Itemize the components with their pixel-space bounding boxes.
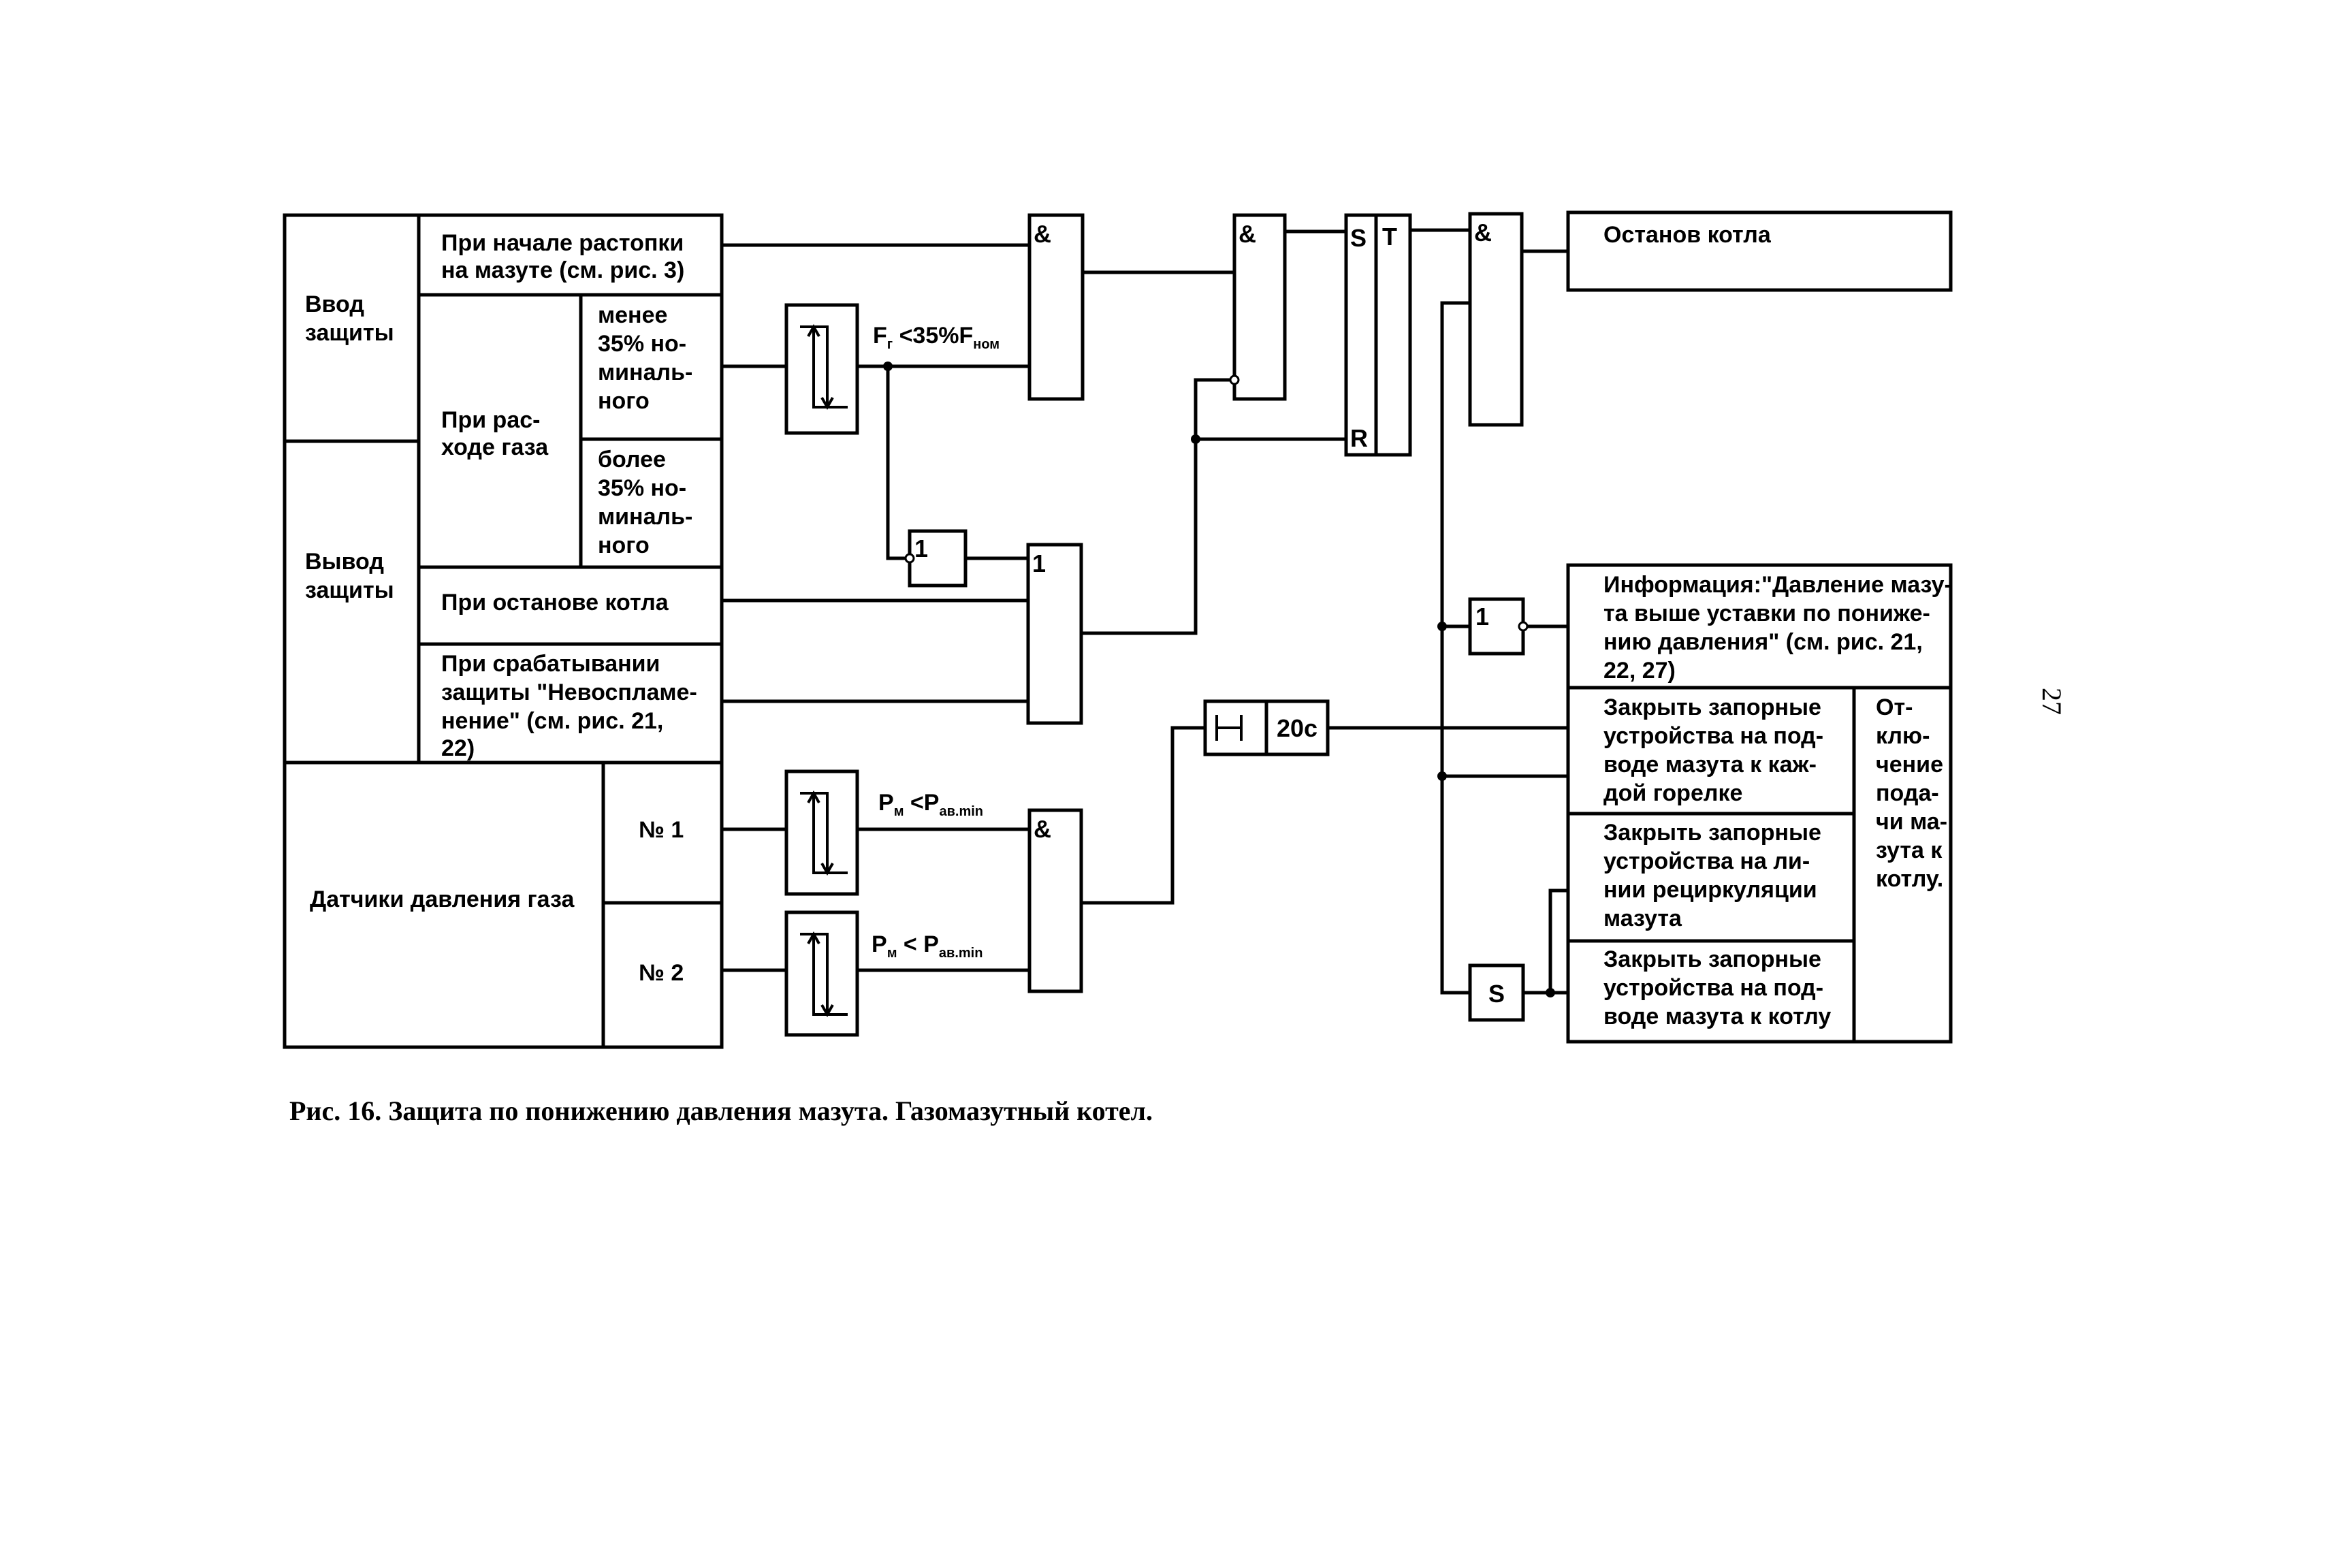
svg-text:1: 1	[914, 534, 928, 562]
sr-trigger: S R T	[1344, 213, 1412, 457]
input-conditions-table: Ввод защиты Вывод защиты При начале раст…	[283, 213, 724, 1049]
cell-more-35-percent: более 35% но- миналь- ного	[598, 447, 699, 558]
svg-text:&: &	[1034, 815, 1051, 843]
cell-output-protection: Вывод защиты	[305, 549, 394, 603]
svg-text:1: 1	[1032, 549, 1046, 577]
cell-start-on-fuel-oil: При начале растопки на мазуте (см. рис. …	[441, 230, 690, 283]
output-info-message: Информация:"Давление мазу- та выше устав…	[1603, 572, 1958, 684]
table-outline	[283, 213, 724, 1049]
delay-timer: 20c	[1203, 699, 1330, 756]
delay-icon	[1215, 715, 1243, 741]
cell-input-protection: Ввод защиты	[305, 291, 394, 346]
and-gate-pressure: &	[1027, 808, 1083, 993]
cell-gas-pressure-sensors: Датчики давления газа	[310, 886, 575, 912]
not-gate-info: 1	[1468, 597, 1529, 656]
label-pressure-1: Pм <Pав.min	[878, 790, 983, 819]
threshold-relay-pressure-2	[784, 910, 859, 1037]
or-gate-reset: 1	[1026, 543, 1083, 725]
svg-text:T: T	[1382, 223, 1397, 251]
figure-caption: Рис. 16. Защита по понижению давления ма…	[289, 1095, 1153, 1126]
svg-text:&: &	[1474, 219, 1492, 246]
not-gate-flow: 1	[904, 529, 968, 588]
output-close-boiler-supply: Закрыть запорные устройства на под- воде…	[1603, 946, 1831, 1029]
output-close-each-burner: Закрыть запорные устройства на под- воде…	[1603, 694, 1830, 806]
inversion-circle	[1518, 621, 1529, 632]
svg-text:&: &	[1034, 220, 1051, 248]
and-gate-output: &	[1468, 212, 1524, 427]
threshold-relay-pressure-1	[784, 769, 859, 896]
cell-sensor-2: № 2	[639, 960, 684, 986]
inversion-circle	[1229, 374, 1240, 385]
threshold-relay-gas-flow	[784, 303, 859, 435]
and-gate-start: &	[1027, 213, 1085, 401]
cell-gas-flow: При рас- ходе газа	[441, 407, 549, 460]
output-close-recirculation: Закрыть запорные устройства на ли- нии р…	[1603, 820, 1827, 931]
svg-text:1: 1	[1475, 603, 1489, 630]
cell-boiler-stop: При останове котла	[441, 590, 669, 615]
cell-less-35-percent: менее 35% но- миналь- ного	[598, 302, 699, 414]
output-boiler-stop: Останов котла	[1566, 210, 1953, 292]
wires	[722, 228, 1568, 997]
svg-text:S: S	[1350, 224, 1367, 252]
svg-text:&: &	[1239, 220, 1256, 248]
label-pressure-2: Pм < Pав.min	[872, 931, 983, 961]
output-fuel-oil-cutoff: От- клю- чение пода- чи ма- зута к котлу…	[1876, 694, 1953, 892]
inversion-circle	[904, 553, 915, 564]
cell-flame-failure: При срабатывании защиты "Невоспламе- нен…	[441, 651, 703, 761]
svg-text:20c: 20c	[1277, 714, 1317, 742]
signal-s-block: S	[1468, 963, 1525, 1022]
svg-text:R: R	[1350, 424, 1368, 452]
cell-sensor-1: № 1	[639, 817, 684, 843]
svg-text:Останов котла: Останов котла	[1603, 222, 1772, 248]
svg-text:S: S	[1488, 980, 1505, 1008]
page-number: 27	[2036, 688, 2067, 715]
label-gas-flow-condition: Fг <35%Fном	[873, 323, 1000, 352]
and-gate-set: &	[1232, 213, 1287, 401]
output-table: Информация:"Давление мазу- та выше устав…	[1566, 563, 1958, 1044]
